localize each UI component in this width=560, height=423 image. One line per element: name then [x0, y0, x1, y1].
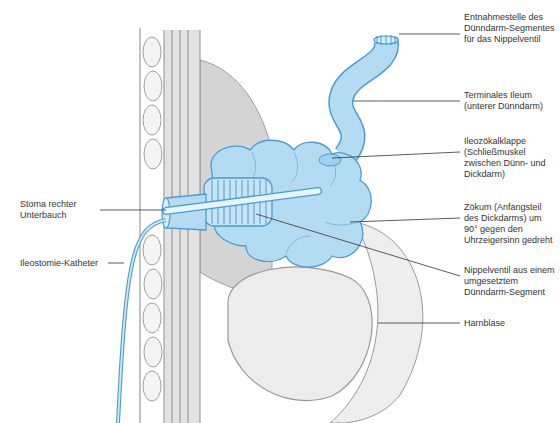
callout-label: Ileostomie-Katheter — [20, 258, 110, 269]
callout-label: Ileozökalklappe (Schließmuskel zwischen … — [464, 136, 556, 180]
catheter-external-outline — [118, 220, 166, 423]
cecum-folds — [250, 152, 358, 254]
ileum-outline — [341, 40, 387, 156]
leader-lines — [100, 34, 460, 323]
callout-label: Entnahmestelle des Dünndarm-Segmentes fü… — [464, 12, 556, 45]
ileocecal-valve — [319, 154, 341, 166]
catheter-outline — [166, 191, 318, 211]
skin-line — [139, 28, 140, 423]
fat-lobes — [143, 37, 162, 401]
cut-end — [374, 36, 398, 44]
callout-label: Harnblase — [464, 318, 556, 329]
callout-label: Stoma rechter Unterbauch — [20, 199, 96, 221]
callout-label: Terminales Ileum (unterer Dünndarm) — [464, 90, 556, 112]
ileum — [341, 40, 387, 156]
stitches — [377, 35, 395, 45]
bladder — [228, 267, 372, 401]
callout-label: Zökum (Anfangsteil des Dickdarms) um 90°… — [464, 202, 556, 246]
callout-label: Nippelventil aus einem umgesetztem Dünnd… — [464, 265, 556, 298]
peritoneum — [200, 60, 272, 300]
catheter-external — [118, 220, 166, 423]
catheter — [166, 191, 318, 211]
